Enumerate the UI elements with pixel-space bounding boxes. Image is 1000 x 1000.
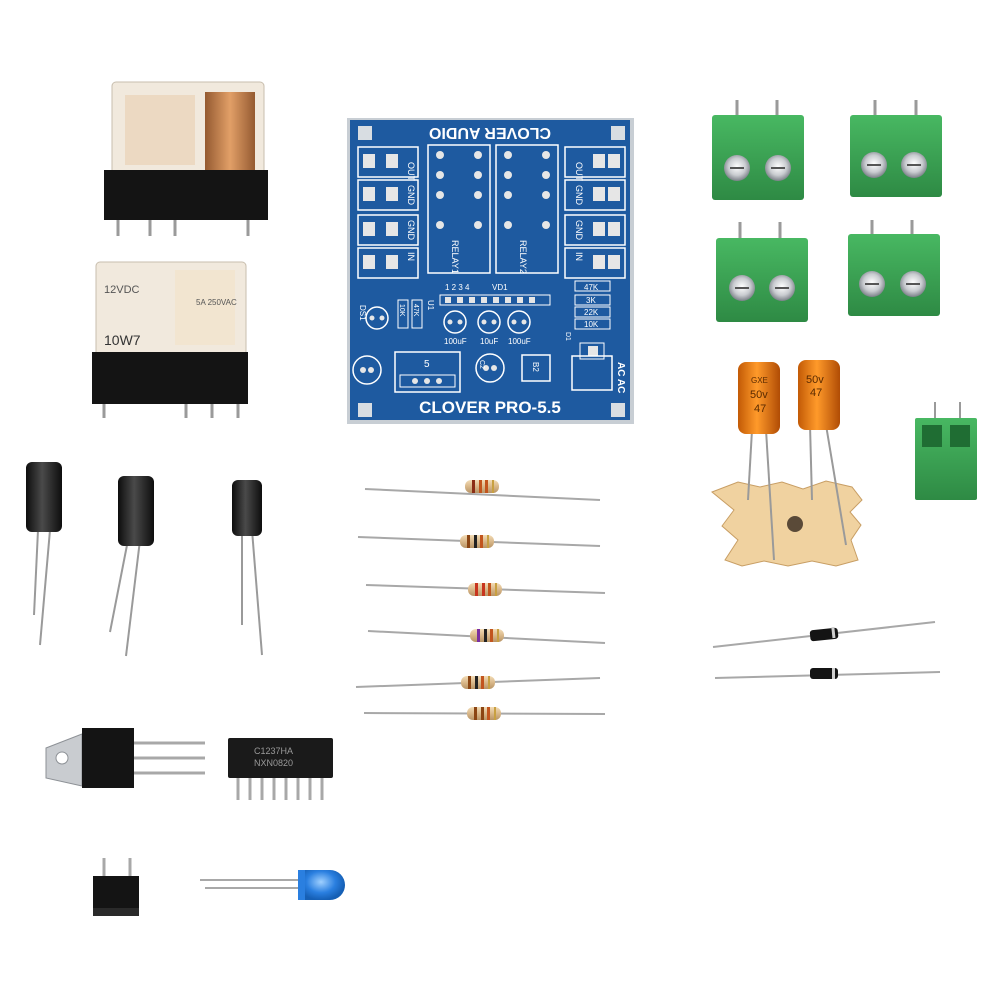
pcb-in-right: IN bbox=[574, 252, 584, 261]
pcb-r-10k-left: 10K bbox=[398, 304, 405, 317]
terminal-block-2 bbox=[850, 100, 942, 197]
pcb-cap-10uf: 10uF bbox=[480, 337, 498, 346]
ic-chip: C1237HA NXN0820 bbox=[228, 738, 333, 800]
wood-holder bbox=[711, 480, 863, 567]
pcb-b2-label: B2 bbox=[531, 362, 540, 372]
black-capacitor-1 bbox=[26, 462, 62, 646]
pcb-r-47k-left: 47K bbox=[412, 304, 419, 317]
orange-cap-brand: GXE bbox=[751, 376, 768, 385]
resistor-4 bbox=[367, 629, 606, 644]
resistor-1 bbox=[364, 480, 601, 501]
pcb-title-top: CLOVER AUDIO bbox=[429, 124, 551, 141]
pcb-gnd-right-2: GND bbox=[574, 220, 584, 241]
pcb-cap-100uf-1: 100uF bbox=[444, 337, 467, 346]
resistor-3 bbox=[365, 583, 606, 596]
orange-capacitor-1: GXE 50v 47 bbox=[738, 362, 780, 561]
relay-rating-label: 5A 250VAC bbox=[196, 298, 237, 307]
terminal-block-3 bbox=[716, 222, 808, 322]
resistor-2 bbox=[357, 535, 601, 548]
pcb-vd1-label: VD1 bbox=[492, 283, 508, 292]
pcb-acac-label: AC AC bbox=[615, 362, 626, 393]
orange-cap-value: 47 bbox=[754, 403, 766, 415]
pcb-ds1-label: DS1 bbox=[358, 305, 367, 321]
pcb-d1-label: D1 bbox=[564, 332, 571, 341]
resistor-5 bbox=[355, 676, 601, 689]
terminal-block-1 bbox=[712, 100, 804, 200]
ic-line-1: C1237HA bbox=[254, 746, 293, 756]
pcb-title-bottom: CLOVER PRO-5.5 bbox=[419, 398, 561, 417]
voltage-regulator bbox=[45, 728, 205, 788]
pcb-c2-label: C2 bbox=[478, 360, 485, 369]
orange-cap-voltage: 50v bbox=[750, 389, 768, 401]
pcb-ic5-label: 5 bbox=[424, 359, 430, 370]
bridge-rectifier bbox=[93, 858, 139, 916]
pcb-board: CLOVER AUDIO OUT GND GND IN OUT GND GND bbox=[347, 118, 634, 424]
pcb-in-left: IN bbox=[406, 252, 416, 261]
relay-1 bbox=[104, 81, 268, 236]
black-capacitor-2 bbox=[109, 476, 154, 657]
black-capacitor-3 bbox=[232, 480, 263, 656]
pcb-r-22k: 22K bbox=[584, 308, 599, 317]
orange-cap-2-voltage: 50v bbox=[806, 374, 824, 386]
pcb-out-right: OUT bbox=[574, 162, 584, 182]
resistor-6 bbox=[363, 707, 606, 720]
relay-model-label: 10W7 bbox=[104, 332, 141, 348]
pcb-r-3k: 3K bbox=[586, 296, 596, 305]
diode-1 bbox=[712, 621, 936, 648]
ic-line-2: NXN0820 bbox=[254, 758, 293, 768]
pcb-out-left: OUT bbox=[406, 162, 416, 182]
pcb-pins-label: 1 2 3 4 bbox=[445, 283, 470, 292]
pcb-cap-100uf-2: 100uF bbox=[508, 337, 531, 346]
pcb-r-47k: 47K bbox=[584, 283, 599, 292]
terminal-block-4 bbox=[848, 220, 940, 316]
relay-2: 12VDC 10W7 5A 250VAC bbox=[92, 261, 248, 418]
orange-capacitor-2: 50v 47 bbox=[798, 360, 847, 546]
pcb-relay2-label: RELAY2 bbox=[518, 240, 528, 274]
pcb-gnd-left-1: GND bbox=[406, 185, 416, 206]
terminal-block-small bbox=[915, 402, 977, 500]
pcb-u1-label: U1 bbox=[426, 300, 435, 311]
orange-cap-2-value: 47 bbox=[810, 387, 822, 399]
diode-2 bbox=[714, 668, 941, 679]
relay-voltage-label: 12VDC bbox=[104, 284, 140, 296]
pcb-relay1-label: RELAY1 bbox=[450, 240, 460, 274]
pcb-gnd-left-2: GND bbox=[406, 220, 416, 241]
pcb-r-10k: 10K bbox=[584, 320, 599, 329]
pcb-gnd-right-1: GND bbox=[574, 185, 584, 206]
blue-led bbox=[200, 870, 345, 900]
